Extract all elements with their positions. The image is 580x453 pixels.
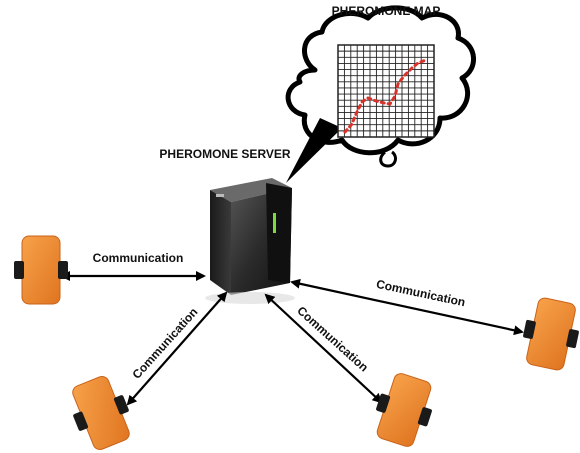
link-right-label: Communication — [375, 277, 467, 310]
robot-right — [523, 297, 579, 371]
pheromone-server-title: PHEROMONE SERVER — [159, 147, 290, 161]
link-bottom-left: Communication — [126, 291, 228, 406]
robot-bottom-right — [376, 373, 432, 447]
link-bottom-right: Communication — [264, 293, 383, 404]
pheromone-trail — [343, 58, 428, 134]
pheromone-map-title: PHEROMONE MAP — [332, 4, 441, 18]
robot-left — [14, 235, 68, 305]
link-left-label: Communication — [93, 251, 184, 265]
robot-bottom-left — [72, 375, 130, 451]
link-bottom-right-label: Communication — [294, 303, 371, 374]
speech-tail — [286, 118, 342, 183]
link-bottom-left-label: Communication — [129, 305, 200, 382]
link-left: Communication — [60, 251, 206, 281]
server-icon — [205, 178, 295, 304]
pheromone-map-grid — [337, 44, 435, 138]
